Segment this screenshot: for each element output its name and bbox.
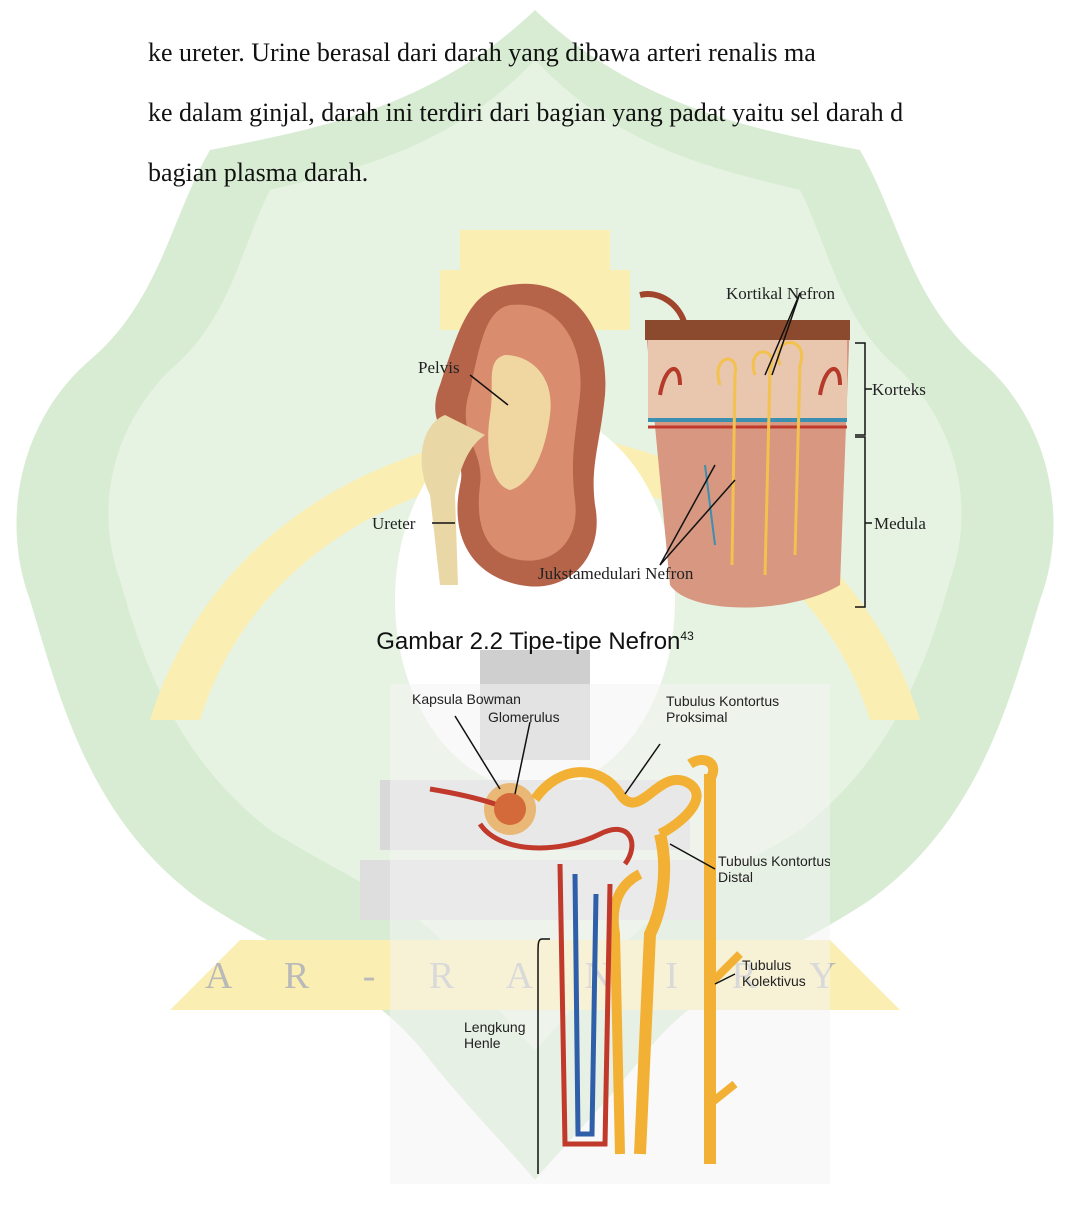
- label-henle-2: Henle: [464, 1035, 501, 1051]
- label-glomerulus: Glomerulus: [488, 709, 560, 725]
- label-medula: Medula: [874, 514, 926, 533]
- paragraph-line-2: ke dalam ginjal, darah ini terdiri dari …: [148, 98, 903, 158]
- label-kolektivus-1: Tubulus: [742, 957, 791, 973]
- figure1-caption: Gambar 2.2 Tipe-tipe Nefron43: [0, 628, 1070, 656]
- paragraph-line-1: ke ureter. Urine berasal dari darah yang…: [148, 38, 816, 98]
- label-kapsula-bowman: Kapsula Bowman: [412, 691, 521, 707]
- figure-nephron-types: Kortikal Nefron Pelvis Korteks Ureter Me…: [360, 265, 950, 615]
- label-distal-2: Distal: [718, 869, 753, 885]
- label-ureter: Ureter: [372, 514, 416, 533]
- figure-nephron-structure: Kapsula Bowman Glomerulus Tubulus Kontor…: [360, 684, 830, 1184]
- paragraph-line-3: bagian plasma darah.: [148, 158, 368, 218]
- label-henle-1: Lengkung: [464, 1019, 526, 1035]
- label-proksimal-2: Proksimal: [666, 709, 727, 725]
- footnote-marker: 43: [680, 629, 693, 643]
- figure1-caption-text: Gambar 2.2 Tipe-tipe Nefron: [376, 628, 680, 655]
- label-proksimal-1: Tubulus Kontortus: [666, 693, 779, 709]
- label-pelvis: Pelvis: [418, 358, 460, 377]
- label-jukstamedulari-nefron: Jukstamedulari Nefron: [538, 564, 694, 583]
- label-kortikal-nefron: Kortikal Nefron: [726, 284, 836, 303]
- label-korteks: Korteks: [872, 380, 926, 399]
- label-kolektivus-2: Kolektivus: [742, 973, 806, 989]
- label-distal-1: Tubulus Kontortus: [718, 853, 830, 869]
